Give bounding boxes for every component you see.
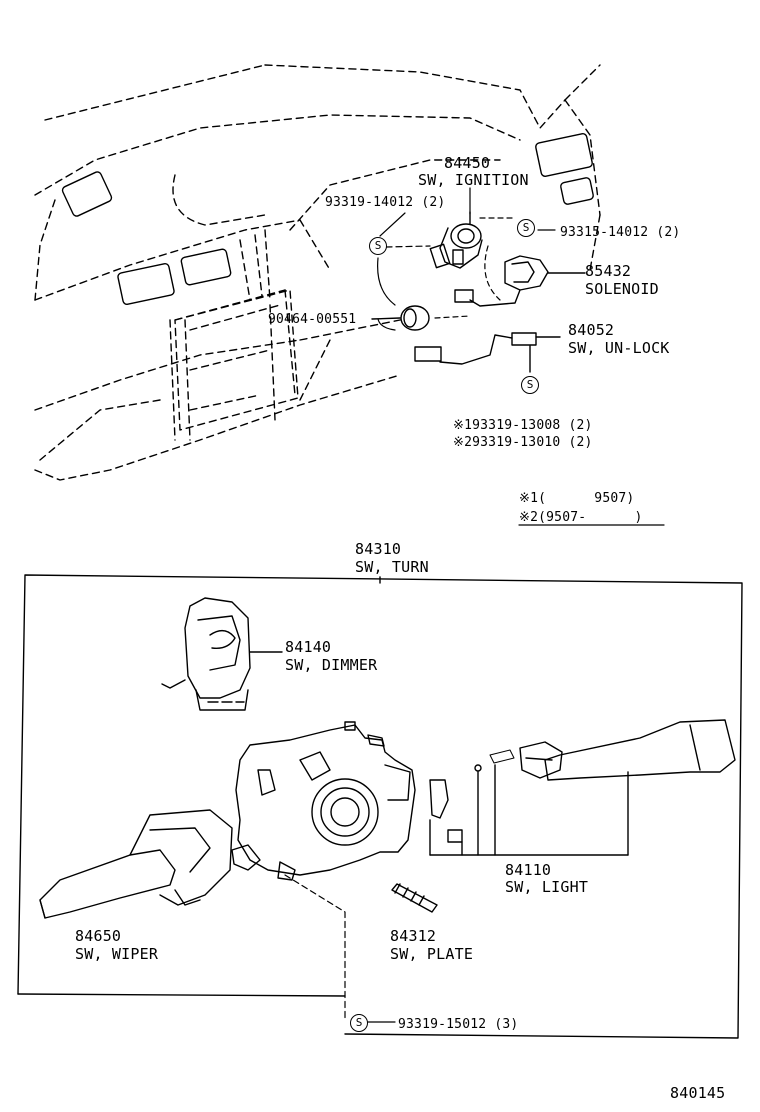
wiper-switch-drawing bbox=[39, 809, 233, 919]
part-84052-name: SW, UN-LOCK bbox=[568, 339, 670, 357]
upper-leaders bbox=[377, 187, 556, 331]
turn-switch-frame bbox=[17, 574, 743, 1039]
part-84450-name: SW, IGNITION bbox=[418, 171, 529, 189]
part-85432-name: SOLENOID bbox=[585, 280, 659, 298]
dashboard-outline bbox=[34, 64, 601, 481]
lower-leaders bbox=[284, 874, 396, 1023]
combination-switch-body bbox=[231, 721, 416, 881]
instrument-panel bbox=[174, 289, 299, 431]
ignition-switch-drawing bbox=[429, 211, 483, 269]
clip-90464-drawing bbox=[371, 305, 430, 331]
note-2: ※2(9507- ) bbox=[519, 510, 643, 525]
part-84650-name: SW, WIPER bbox=[75, 945, 159, 963]
screw-symbol-icon: S bbox=[517, 219, 535, 237]
part-93319-13008-number: ※193319-13008 (2) bbox=[453, 418, 593, 433]
plate-switch-drawing bbox=[391, 883, 438, 913]
dashboard-openings bbox=[61, 133, 594, 306]
part-84110-number: 84110 bbox=[505, 861, 552, 879]
part-84110-name: SW, LIGHT bbox=[505, 878, 589, 896]
solenoid-drawing bbox=[454, 255, 586, 307]
part-84140-number: 84140 bbox=[285, 638, 332, 656]
part-84312-name: SW, PLATE bbox=[390, 945, 474, 963]
part-84650-number: 84650 bbox=[75, 927, 122, 945]
dimmer-switch-drawing bbox=[161, 597, 283, 711]
part-84450-number: 84450 bbox=[444, 154, 491, 172]
part-93319-15012-number: 93319-15012 (3) bbox=[398, 1017, 519, 1032]
part-84052-number: 84052 bbox=[568, 321, 615, 339]
part-85432-number: 85432 bbox=[585, 262, 632, 280]
part-93315-14012-number: 93315-14012 (2) bbox=[560, 225, 681, 240]
part-84140-name: SW, DIMMER bbox=[285, 656, 378, 674]
part-90464-00551-number: 90464-00551 bbox=[268, 312, 357, 327]
part-84310-name: SW, TURN bbox=[355, 558, 429, 576]
note-1: ※1( 9507) bbox=[519, 491, 635, 506]
part-84312-number: 84312 bbox=[390, 927, 437, 945]
unlock-switch-drawing bbox=[414, 332, 561, 373]
screw-symbol-icon: S bbox=[521, 376, 539, 394]
screw-symbol-icon: S bbox=[369, 237, 387, 255]
light-switch-drawing bbox=[429, 719, 736, 856]
part-93319-14012-number: 93319-14012 (2) bbox=[325, 195, 446, 210]
figure-number: 840145 bbox=[670, 1084, 726, 1102]
part-84310-number: 84310 bbox=[355, 540, 402, 558]
screw-symbol-icon: S bbox=[350, 1014, 368, 1032]
part-93319-13010-number: ※293319-13010 (2) bbox=[453, 435, 593, 450]
